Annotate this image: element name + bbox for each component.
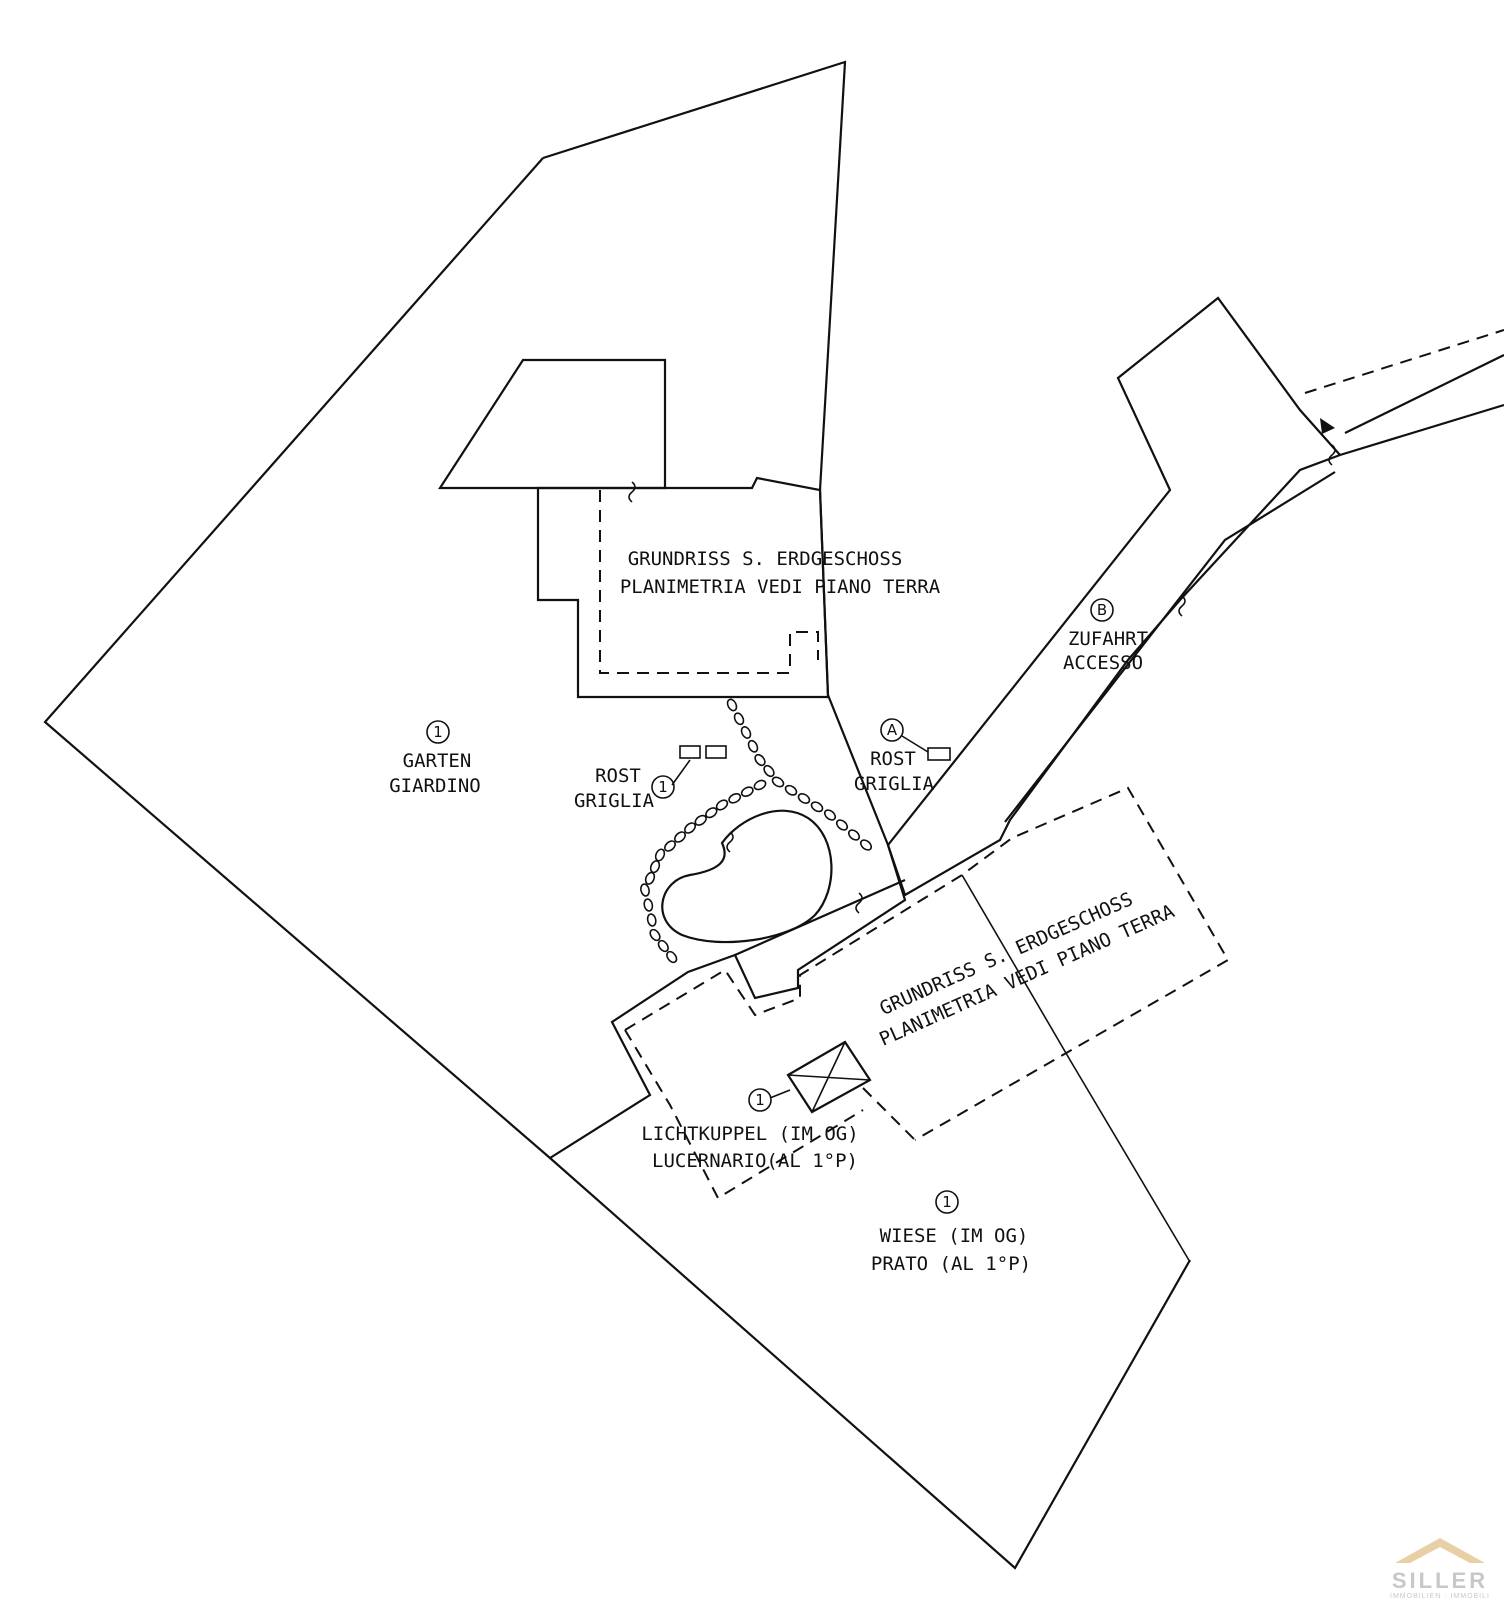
rost-right-line-1: ROST [870, 748, 916, 770]
stepping-stone [847, 829, 861, 841]
zufahrt-line-1: ZUFAHRT [1068, 628, 1148, 650]
stepping-stone [644, 871, 656, 885]
plot-outline-left [43, 157, 1191, 1570]
grundriss-top-line-2: PLANIMETRIA VEDI PIANO TERRA [620, 576, 941, 598]
stepping-stone [643, 898, 654, 912]
stepping-stone [740, 726, 752, 739]
lower-house-outline [549, 844, 907, 1159]
stepping-stone [726, 698, 738, 712]
siller-logo: SILLER IMMOBILIEN · IMMOBILI [1390, 1538, 1490, 1600]
grundriss-bottom-line-2: PLANIMETRIA VEDI PIANO TERRA [876, 900, 1178, 1051]
grill-right-symbol [901, 735, 951, 761]
stepping-stones [640, 698, 873, 964]
wiese-marker: 1 [935, 1190, 959, 1214]
garten-line-1: GARTEN [403, 750, 472, 772]
stepping-stone [657, 939, 669, 953]
zufahrt-line-2: ACCESSO [1063, 652, 1143, 674]
stepping-stone [835, 819, 849, 831]
stepping-stone [733, 712, 745, 726]
wiese-line-1: WIESE (IM OG) [880, 1225, 1029, 1247]
terrace-line [734, 878, 906, 957]
stepping-stone [666, 950, 678, 964]
grundriss-top-line-1: GRUNDRISS S. ERDGESCHOSS [628, 548, 903, 570]
stepping-stone [683, 822, 697, 834]
stepping-stone [673, 831, 687, 843]
licht-line-2: LUCERNARIO(AL 1°P) [652, 1150, 858, 1172]
rost-left-line-1: ROST [595, 765, 641, 787]
stepping-stone [649, 860, 661, 874]
stepping-stone [740, 786, 754, 798]
access-triangle [1320, 418, 1335, 434]
upper-house-footprint [536, 476, 830, 699]
lower-house-centerline [961, 874, 1191, 1263]
stepping-stone [705, 807, 718, 819]
pond [661, 809, 833, 944]
stepping-stone [810, 801, 824, 813]
zufahrt-marker: B [1090, 598, 1114, 622]
rost-left-line-2: GRIGLIA [574, 790, 655, 812]
stepping-stone [747, 739, 759, 753]
svg-text:1: 1 [942, 1193, 952, 1211]
outbuilding-top [437, 358, 667, 490]
access-road-right-edge [1004, 471, 1336, 823]
upper-house-dashed [599, 490, 819, 674]
garten-marker: 1 [426, 720, 450, 744]
logo-roof-icon [1395, 1538, 1485, 1563]
plot-outline [542, 60, 1504, 897]
rost-right-line-2: GRIGLIA [854, 773, 935, 795]
stepping-stone [646, 913, 657, 927]
stepping-stone [753, 779, 767, 791]
stepping-stone [859, 839, 873, 851]
lower-house-footprint-dashed [624, 786, 1230, 1141]
svg-text:IMMOBILIEN · IMMOBILI: IMMOBILIEN · IMMOBILI [1390, 1593, 1490, 1600]
svg-text:SILLER: SILLER [1392, 1568, 1488, 1593]
svg-text:1: 1 [433, 723, 443, 741]
stepping-stone [728, 792, 742, 804]
wiese-line-2: PRATO (AL 1°P) [871, 1253, 1031, 1275]
stepping-stone [663, 840, 677, 852]
lower-house-dashed-left [624, 1029, 864, 1200]
rost-right-marker: A [880, 718, 904, 742]
svg-text:1: 1 [755, 1091, 765, 1109]
garten-line-2: GIARDINO [389, 775, 481, 797]
stepping-stone [715, 799, 729, 811]
stepping-stone [654, 848, 666, 862]
stepping-stone [649, 928, 661, 942]
access-road-dashed [1304, 329, 1504, 394]
break-marks [628, 444, 1336, 914]
skylight-leader [769, 1089, 791, 1099]
stepping-stone [763, 764, 775, 778]
stepping-stone [694, 814, 707, 826]
access-road-left-edge [887, 296, 1341, 846]
rost-left-marker: 1 [651, 775, 675, 799]
grill-left-symbol [671, 745, 727, 786]
stepping-stone [823, 809, 837, 821]
stepping-stone [771, 776, 785, 788]
licht-line-1: LICHTKUPPEL (IM OG) [641, 1123, 858, 1145]
stepping-stone [640, 883, 650, 897]
licht-marker: 1 [748, 1088, 772, 1112]
lower-house-inner-dashed [862, 1087, 916, 1141]
skylight-cross [787, 1041, 871, 1113]
svg-text:A: A [887, 721, 898, 739]
stepping-stone [797, 793, 811, 804]
svg-text:1: 1 [658, 778, 668, 796]
svg-text:B: B [1097, 601, 1107, 619]
stepping-stone [754, 753, 766, 767]
access-road-north-line [1344, 354, 1504, 434]
stepping-stone [784, 784, 798, 796]
